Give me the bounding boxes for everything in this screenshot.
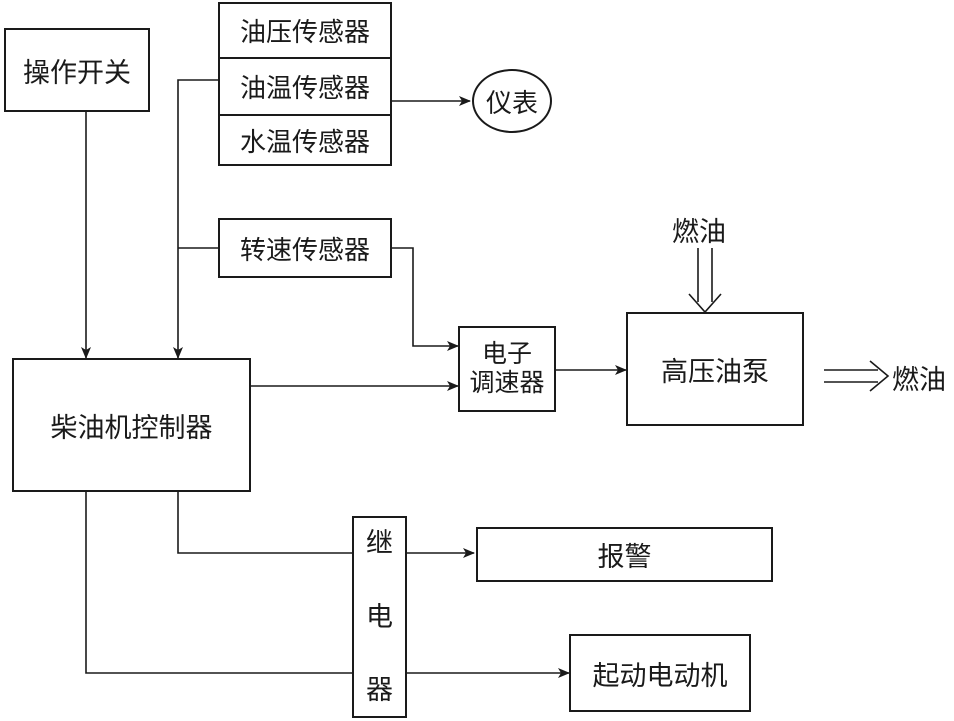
- oil-pressure-sensor-box: 油压传感器: [218, 2, 392, 59]
- fuel-in-double-arrow: [697, 248, 713, 302]
- electronic-governor-label-line1: 电子: [481, 339, 532, 369]
- oil-temp-sensor-box: 油温传感器: [218, 57, 392, 116]
- high-pressure-pump-label: 高压油泵: [661, 356, 769, 388]
- line-controller-to-relay-2: [85, 492, 352, 674]
- oil-temp-sensor-label: 油温传感器: [239, 74, 370, 104]
- line-sensor-bus: [173, 79, 218, 359]
- fuel-in-arrowhead: [688, 293, 722, 314]
- relay-char-3: 器: [366, 675, 393, 706]
- fuel-out-double-arrow: [824, 369, 878, 383]
- fuel-out-arrowhead: [869, 360, 890, 392]
- fuel-out-label: 燃油: [892, 365, 946, 396]
- fuel-in-label: 燃油: [672, 217, 726, 248]
- operation-switch-box: 操作开关: [4, 28, 150, 112]
- oil-pressure-sensor-label: 油压传感器: [239, 18, 370, 48]
- line-controller-to-relay: [177, 492, 352, 554]
- operation-switch-label: 操作开关: [23, 57, 131, 89]
- relay-char-2: 电: [366, 601, 393, 633]
- electronic-governor-box: 电子 调速器: [458, 326, 556, 412]
- speed-sensor-label: 转速传感器: [239, 235, 370, 266]
- gauge-label: 仪表: [485, 88, 538, 119]
- arrow-speed-to-governor: [392, 247, 459, 351]
- diesel-controller-label: 柴油机控制器: [50, 412, 213, 444]
- diesel-controller-box: 柴油机控制器: [12, 358, 251, 492]
- water-temp-sensor-label: 水温传感器: [239, 127, 370, 158]
- water-temp-sensor-box: 水温传感器: [218, 114, 392, 166]
- electronic-governor-label-line2: 调速器: [469, 368, 545, 397]
- relay-char-1: 继: [366, 528, 393, 559]
- starter-motor-label: 起动电动机: [592, 660, 728, 692]
- alarm-box: 报警: [476, 527, 773, 582]
- gauge-circle: 仪表: [472, 69, 552, 133]
- starter-motor-box: 起动电动机: [569, 634, 751, 712]
- speed-sensor-box: 转速传感器: [218, 218, 392, 278]
- high-pressure-pump-box: 高压油泵: [626, 312, 804, 426]
- alarm-label: 报警: [597, 542, 652, 573]
- relay-box: 继 电 器: [352, 516, 407, 718]
